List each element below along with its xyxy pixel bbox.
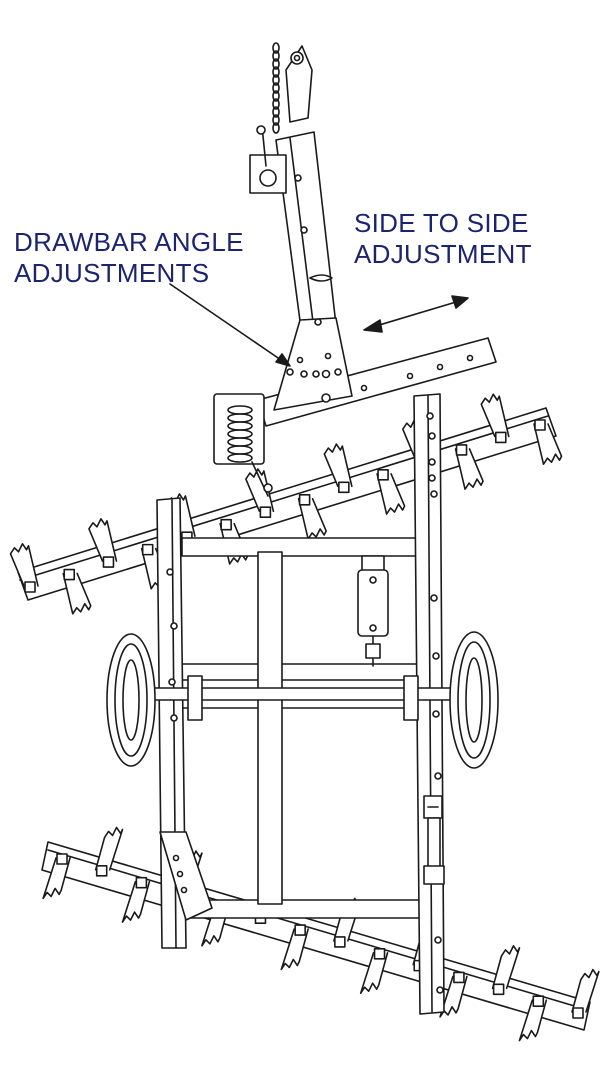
- bolt-hole-icon: [430, 594, 438, 602]
- front-disc-gang-icon: [9, 393, 563, 615]
- bearing-icon: [24, 581, 36, 593]
- callout-side-line2: ADJUSTMENT: [354, 239, 532, 269]
- chain-link-icon: [272, 106, 280, 118]
- bolt-hole-icon: [436, 986, 444, 994]
- disc-blade-icon: [533, 423, 563, 466]
- bolt-hole-icon: [432, 710, 440, 718]
- bearing-icon: [572, 1007, 584, 1019]
- disc-blade-icon: [88, 518, 118, 562]
- disc-blade-icon: [359, 951, 389, 994]
- spring-assembly-icon: [213, 393, 273, 497]
- disc-blade-icon: [439, 975, 468, 1018]
- bearing-icon: [141, 543, 154, 556]
- callout-drawbar-line2: ADJUSTMENTS: [14, 258, 210, 288]
- chain-link-icon: [272, 98, 280, 110]
- disc-blade-icon: [42, 857, 71, 900]
- bearing-icon: [102, 556, 115, 568]
- bearing-icon: [338, 481, 350, 494]
- main-frame-icon: [156, 393, 445, 1015]
- disc-blade-icon: [9, 542, 39, 587]
- depth-lever-icon: [423, 795, 445, 885]
- bearing-icon: [334, 936, 346, 948]
- side-to-side-callout: SIDE TO SIDE ADJUSTMENT: [354, 208, 532, 270]
- jack-stand-icon: [249, 125, 287, 194]
- disc-blade-icon: [454, 448, 484, 490]
- disc-blade-icon: [245, 468, 275, 513]
- bearing-icon: [377, 469, 389, 481]
- chain-link-icon: [272, 66, 280, 78]
- bearing-icon: [259, 506, 272, 519]
- bolt-hole-icon: [168, 678, 176, 686]
- axle-icon: [149, 675, 457, 721]
- bolt-hole-icon: [434, 936, 442, 944]
- disc-blade-icon: [323, 443, 353, 488]
- disc-blade-icon: [62, 572, 92, 615]
- bolt-hole-icon: [428, 458, 436, 466]
- bolt-hole-icon: [166, 568, 174, 576]
- bearing-icon: [95, 865, 108, 877]
- bearing-icon: [220, 518, 232, 531]
- wheel-icon: [106, 633, 156, 767]
- bolt-hole-icon: [434, 772, 442, 780]
- bolt-hole-icon: [170, 622, 178, 630]
- rear-disc-gang-icon: [41, 826, 600, 1042]
- disc-blade-icon: [94, 826, 124, 871]
- bolt-hole-icon: [428, 432, 436, 440]
- bearing-icon: [455, 444, 468, 456]
- bearing-icon: [532, 995, 545, 1007]
- chain-link-icon: [272, 114, 280, 126]
- bearing-icon: [373, 947, 386, 960]
- callout-side-line1: SIDE TO SIDE: [354, 208, 529, 238]
- bolt-hole-icon: [430, 490, 438, 498]
- bearing-icon: [135, 876, 148, 889]
- chain-link-icon: [272, 74, 280, 86]
- bearing-icon: [63, 568, 76, 581]
- disc-blade-icon: [280, 928, 309, 971]
- chain-link-icon: [272, 50, 280, 62]
- drawbar-plate-icon: [273, 317, 353, 411]
- wheel-icon: [449, 631, 499, 769]
- disc-blade-icon: [121, 880, 151, 923]
- chain-link-icon: [272, 58, 280, 70]
- callout-drawbar-line1: DRAWBAR ANGLE: [14, 227, 244, 257]
- leader-line: [169, 283, 291, 367]
- disc-blade-icon: [571, 968, 600, 1013]
- bearing-icon: [492, 983, 505, 996]
- bearing-icon: [298, 493, 311, 506]
- rear-bracket-icon: [159, 831, 213, 921]
- bearing-icon: [534, 419, 546, 431]
- hydraulic-cylinder-icon: [357, 555, 389, 667]
- chain-link-icon: [272, 42, 280, 54]
- bolt-hole-icon: [428, 474, 436, 482]
- disc-blade-icon: [376, 473, 406, 515]
- disc-blade-icon: [480, 393, 510, 438]
- drawbar-angle-callout: DRAWBAR ANGLE ADJUSTMENTS: [14, 227, 244, 289]
- chain-link-icon: [272, 90, 280, 102]
- bolt-hole-icon: [426, 412, 434, 420]
- bearing-icon: [56, 853, 68, 865]
- disc-blade-icon: [491, 945, 521, 990]
- bolt-hole-icon: [432, 652, 440, 660]
- hitch-chain-icon: [272, 42, 313, 134]
- side-to-side-arrow: [363, 295, 469, 333]
- chain-link-icon: [272, 122, 280, 134]
- chain-link-icon: [272, 82, 280, 94]
- spring-coil-icon: [227, 453, 253, 463]
- bearing-icon: [453, 971, 465, 984]
- bearing-icon: [294, 924, 306, 936]
- bearing-icon: [494, 431, 507, 444]
- disc-blade-icon: [518, 999, 548, 1042]
- bolt-hole-icon: [170, 714, 178, 722]
